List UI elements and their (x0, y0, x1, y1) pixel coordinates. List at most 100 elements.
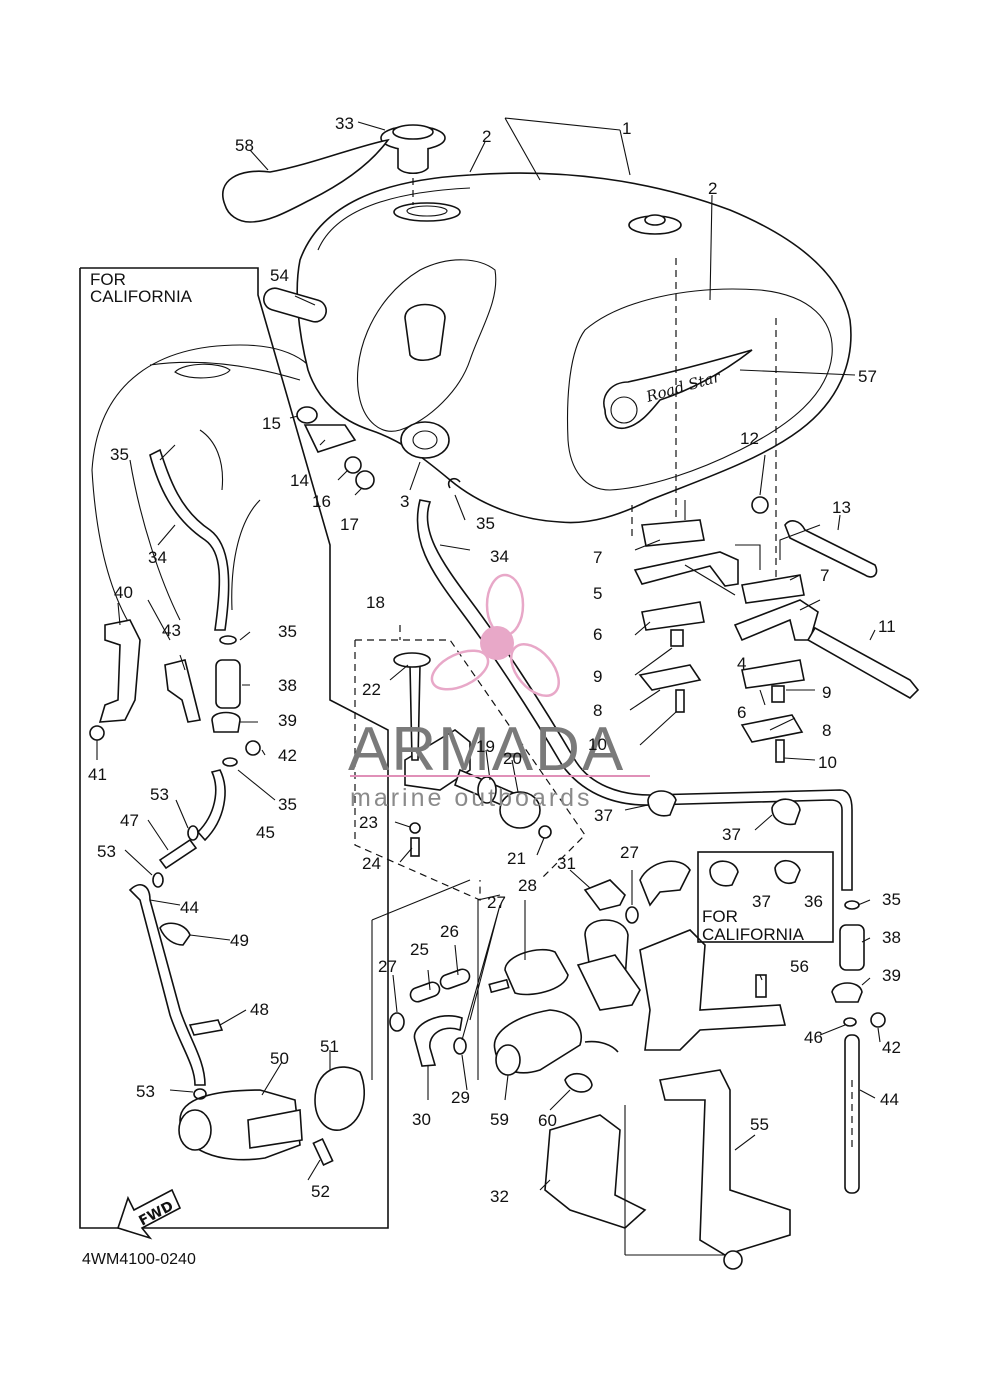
damper-ring-3 (400, 421, 450, 459)
callout-18: 18 (366, 593, 385, 612)
knee-pad (222, 138, 390, 223)
callout-31: 31 (557, 854, 576, 873)
callout-10b: 10 (818, 753, 837, 772)
callout-8b: 8 (822, 721, 831, 740)
callout-20: 20 (503, 749, 522, 768)
callout-1: 1 (622, 119, 631, 138)
hose-26 (439, 968, 471, 990)
nut-17 (355, 470, 375, 490)
california-box-left-outline (79, 267, 389, 1229)
clip-35e (844, 900, 860, 910)
bracket-43 (164, 659, 201, 723)
bracket-40 (98, 619, 141, 723)
callout-6b: 6 (737, 703, 746, 722)
callout-53b: 53 (97, 842, 116, 861)
screw-42b (870, 1012, 886, 1028)
callout-27b: 27 (487, 893, 506, 912)
watermark-propeller-blade-3 (510, 643, 560, 697)
pump-59-end (495, 1044, 521, 1076)
tank-inner-contour (317, 187, 833, 491)
leader-lines (96, 117, 881, 1191)
fuel-cock-box (354, 625, 586, 901)
callout-29: 29 (451, 1088, 470, 1107)
gasket-22 (393, 652, 431, 668)
tank-emblem-tuning-fork (610, 396, 638, 424)
canister-50-end (178, 1109, 212, 1151)
fuel-hose-34 (416, 499, 853, 891)
callout-35e: 35 (882, 890, 901, 909)
damper-ring-3-inner (412, 430, 438, 450)
callout-42b: 42 (882, 1038, 901, 1057)
clamp-39b (831, 982, 863, 1003)
callout-38b: 38 (882, 928, 901, 947)
callout-54: 54 (270, 266, 289, 285)
cover-32 (544, 1114, 647, 1229)
clip-35c (219, 635, 237, 645)
callout-9b: 9 (822, 683, 831, 702)
callout-59: 59 (490, 1110, 509, 1129)
diagram-code: 4WM4100-0240 (82, 1251, 196, 1268)
callout-28: 28 (518, 876, 537, 895)
california-box-right-line1: FOR (702, 907, 738, 926)
callout-44b: 44 (880, 1090, 899, 1109)
lever-20 (499, 791, 541, 829)
callout-35a: 35 (110, 445, 129, 464)
watermark-propeller-blade-1 (485, 573, 525, 637)
clip-27a (389, 1012, 405, 1032)
hose-45 (196, 769, 226, 842)
watermark: ARMADA marine outboards (348, 573, 650, 812)
callout-48: 48 (250, 1000, 269, 1019)
plate-8a (638, 664, 702, 691)
bolt-11 (806, 626, 920, 699)
callout-37c: 37 (752, 892, 771, 911)
callout-30: 30 (412, 1110, 431, 1129)
clip-35-tank (447, 477, 461, 489)
callout-8a: 8 (593, 701, 602, 720)
callout-9a: 9 (593, 667, 602, 686)
valve-38b (839, 924, 865, 971)
bracket-pump (639, 929, 787, 1051)
clamp-60 (564, 1072, 593, 1093)
callout-53c: 53 (136, 1082, 155, 1101)
callout-37a: 37 (594, 806, 613, 825)
callout-17: 17 (340, 515, 359, 534)
bracket-5 (633, 551, 739, 587)
watermark-propeller-hub (480, 626, 514, 660)
joint-47 (158, 838, 198, 870)
callout-56: 56 (790, 957, 809, 976)
bracket-4 (733, 599, 819, 642)
callout-27a: 27 (378, 957, 397, 976)
callout-35d: 35 (278, 795, 297, 814)
callout-13: 13 (832, 498, 851, 517)
cover-51 (314, 1066, 365, 1131)
callout-25: 25 (410, 940, 429, 959)
callout-47: 47 (120, 811, 139, 830)
bracket-55 (659, 1069, 791, 1256)
callout-15: 15 (262, 414, 281, 433)
screw-24 (410, 837, 420, 857)
filler-neck (393, 202, 461, 222)
callout-60: 60 (538, 1111, 557, 1130)
callout-34b: 34 (148, 548, 167, 567)
clip-27b (625, 906, 639, 924)
bracket-14 (303, 424, 357, 453)
california-box-left-line1: FOR (90, 270, 126, 289)
fwd-arrow (116, 1188, 182, 1240)
callout-51: 51 (320, 1037, 339, 1056)
damper-7a (641, 519, 705, 547)
callout-2a: 2 (482, 127, 491, 146)
california-box-left-line2: CALIFORNIA (90, 287, 193, 306)
callout-2b: 2 (708, 179, 717, 198)
holder-rubber (576, 954, 641, 1011)
callout-36: 36 (804, 892, 823, 911)
leader-lines-mount (684, 500, 821, 611)
damper-6b (741, 659, 805, 689)
valve-38 (215, 659, 241, 709)
clip-35d (222, 757, 238, 767)
hose-34-left (149, 448, 230, 631)
filler-neck-inner (406, 205, 448, 217)
clamp-37a (647, 790, 677, 817)
callout-21: 21 (507, 849, 526, 868)
bolt-10b (775, 739, 785, 763)
